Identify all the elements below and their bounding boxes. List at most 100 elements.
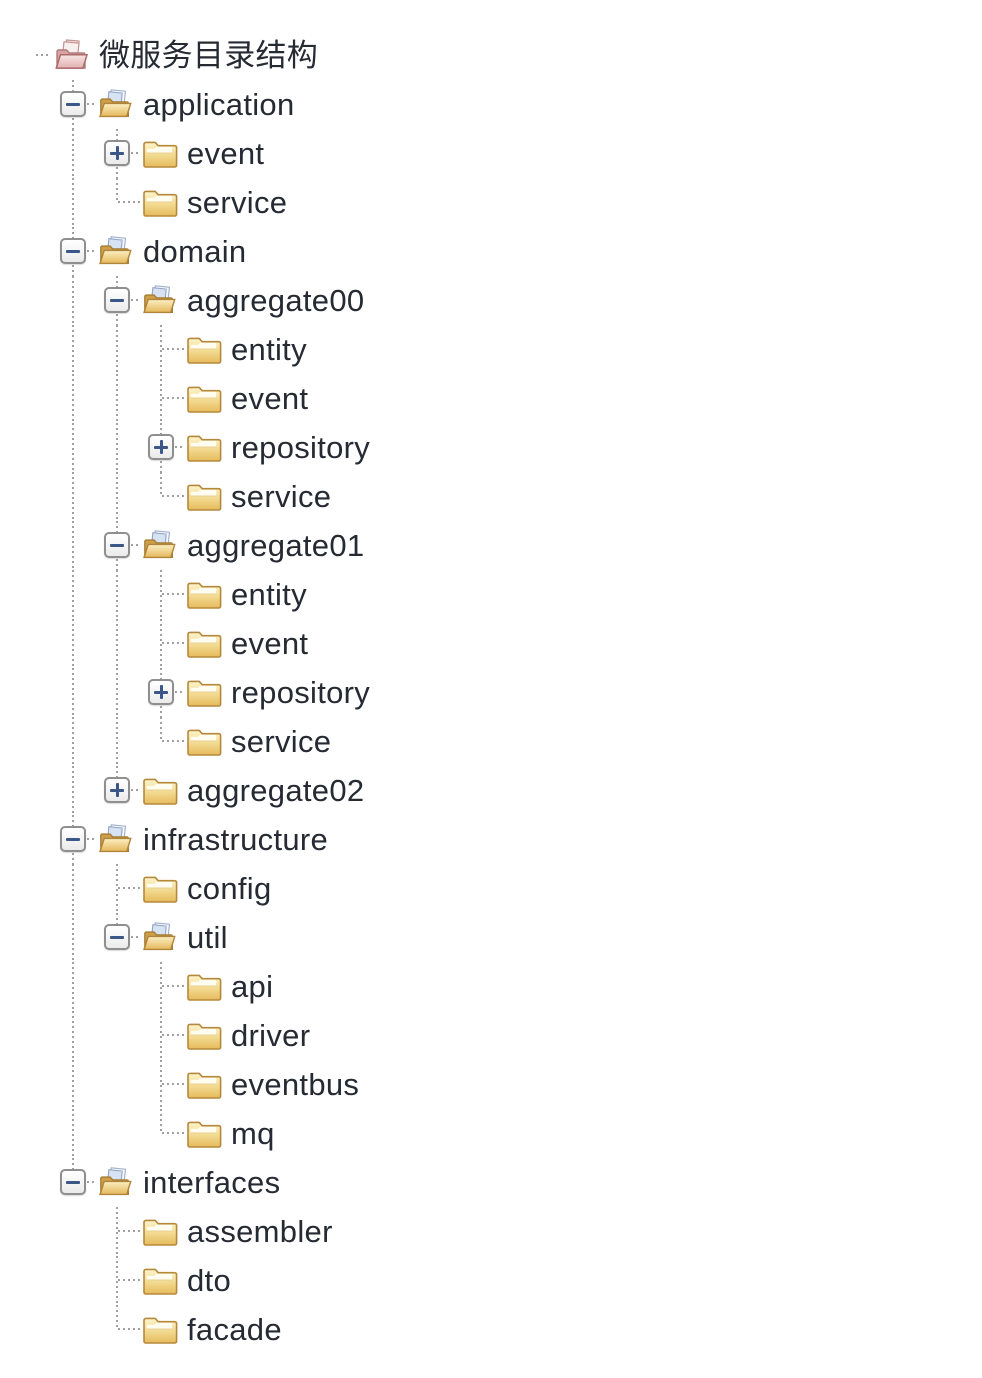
collapse-button[interactable] — [104, 532, 130, 558]
tree-node-label[interactable]: event — [187, 136, 265, 171]
tree-node-label[interactable]: aggregate00 — [187, 283, 365, 318]
closed-folder-icon[interactable] — [185, 431, 223, 464]
closed-folder-icon[interactable] — [141, 1264, 179, 1297]
tree-node-label[interactable]: domain — [143, 234, 247, 269]
tree-guide-line — [72, 853, 74, 864]
tree-guide-line — [131, 544, 140, 546]
tree-node-label[interactable]: mq — [231, 1116, 275, 1151]
collapse-button[interactable] — [104, 924, 130, 950]
tree-row: aggregate01 — [0, 521, 982, 570]
tree-guide-line — [72, 521, 74, 570]
tree-row: event — [0, 619, 982, 668]
tree-node-label[interactable]: event — [231, 381, 309, 416]
tree-node-label[interactable]: repository — [231, 675, 371, 710]
tree-row: entity — [0, 325, 982, 374]
closed-folder-icon[interactable] — [185, 627, 223, 660]
tree-row: service — [0, 178, 982, 227]
tree-guide-line — [160, 423, 162, 434]
closed-folder-icon[interactable] — [141, 774, 179, 807]
tree-guide-line — [160, 962, 162, 1011]
collapse-button[interactable] — [104, 287, 130, 313]
tree-guide-line — [116, 570, 118, 619]
collapse-button[interactable] — [60, 826, 86, 852]
minus-icon — [110, 935, 124, 939]
tree-guide-line — [72, 668, 74, 717]
tree-node-label[interactable]: repository — [231, 430, 371, 465]
tree-guide-line — [160, 668, 162, 679]
tree-guide-line — [160, 717, 162, 741]
tree-node-label[interactable]: util — [187, 920, 228, 955]
tree-row: service — [0, 717, 982, 766]
closed-folder-icon[interactable] — [141, 1313, 179, 1346]
tree-node-label[interactable]: event — [231, 626, 309, 661]
tree-guide-line — [162, 985, 184, 987]
open-folder-icon[interactable] — [141, 529, 179, 562]
closed-folder-icon[interactable] — [141, 872, 179, 905]
collapse-button[interactable] — [60, 1169, 86, 1195]
tree-node-label[interactable]: facade — [187, 1312, 282, 1347]
tree-guide-line — [72, 423, 74, 472]
collapse-button[interactable] — [60, 238, 86, 264]
minus-icon — [66, 1180, 80, 1184]
closed-folder-icon[interactable] — [185, 1019, 223, 1052]
closed-folder-icon[interactable] — [185, 676, 223, 709]
tree-node-label[interactable]: service — [187, 185, 288, 220]
tree-node-label[interactable]: infrastructure — [143, 822, 329, 857]
tree-guide-line — [72, 227, 74, 238]
plus-icon — [115, 146, 119, 160]
tree-node-label[interactable]: entity — [231, 577, 307, 612]
closed-folder-icon[interactable] — [185, 333, 223, 366]
closed-folder-icon[interactable] — [185, 725, 223, 758]
open-folder-icon[interactable] — [141, 284, 179, 317]
open-folder-icon[interactable] — [97, 1166, 135, 1199]
closed-folder-icon[interactable] — [185, 1117, 223, 1150]
tree-node-label[interactable]: entity — [231, 332, 307, 367]
closed-folder-icon[interactable] — [141, 137, 179, 170]
tree-node-label[interactable]: assembler — [187, 1214, 333, 1249]
tree-guide-line — [162, 593, 184, 595]
open-folder-icon[interactable] — [97, 235, 135, 268]
expand-button[interactable] — [148, 434, 174, 460]
tree-node-label[interactable]: application — [143, 87, 295, 122]
tree-guide-line — [116, 559, 118, 570]
tree-guide-line — [72, 325, 74, 374]
open-folder-icon[interactable] — [141, 921, 179, 954]
tree-guide-line — [72, 962, 74, 1011]
tree-node-label[interactable]: api — [231, 969, 274, 1004]
closed-folder-icon[interactable] — [141, 1215, 179, 1248]
collapse-button[interactable] — [60, 91, 86, 117]
closed-folder-icon[interactable] — [185, 578, 223, 611]
tree-guide-line — [116, 129, 118, 140]
tree-guide-line — [72, 717, 74, 766]
tree-node-label[interactable]: driver — [231, 1018, 311, 1053]
closed-folder-icon[interactable] — [141, 186, 179, 219]
tree-guide-line — [160, 461, 162, 472]
open-folder-icon[interactable] — [97, 88, 135, 121]
pink-open-folder-icon[interactable] — [53, 39, 91, 72]
tree-row: event — [0, 374, 982, 423]
expand-button[interactable] — [148, 679, 174, 705]
tree-node-label[interactable]: config — [187, 871, 272, 906]
expand-button[interactable] — [104, 777, 130, 803]
tree-node-label[interactable]: interfaces — [143, 1165, 281, 1200]
tree-guide-line — [160, 472, 162, 496]
tree-row: mq — [0, 1109, 982, 1158]
tree-node-label[interactable]: aggregate01 — [187, 528, 365, 563]
tree-guide-line — [72, 913, 74, 962]
tree-root-label[interactable]: 微服务目录结构 — [99, 38, 319, 73]
expand-button[interactable] — [104, 140, 130, 166]
closed-folder-icon[interactable] — [185, 382, 223, 415]
tree-guide-line — [131, 789, 140, 791]
closed-folder-icon[interactable] — [185, 480, 223, 513]
closed-folder-icon[interactable] — [185, 1068, 223, 1101]
tree-node-label[interactable]: aggregate02 — [187, 773, 365, 808]
tree-node-label[interactable]: service — [231, 479, 332, 514]
open-folder-icon[interactable] — [97, 823, 135, 856]
closed-folder-icon[interactable] — [185, 970, 223, 1003]
tree-row: service — [0, 472, 982, 521]
tree-node-label[interactable]: service — [231, 724, 332, 759]
tree-node-label[interactable]: dto — [187, 1263, 231, 1298]
tree-node-label[interactable]: eventbus — [231, 1067, 360, 1102]
tree-row: interfaces — [0, 1158, 982, 1207]
tree-guide-line — [72, 276, 74, 325]
